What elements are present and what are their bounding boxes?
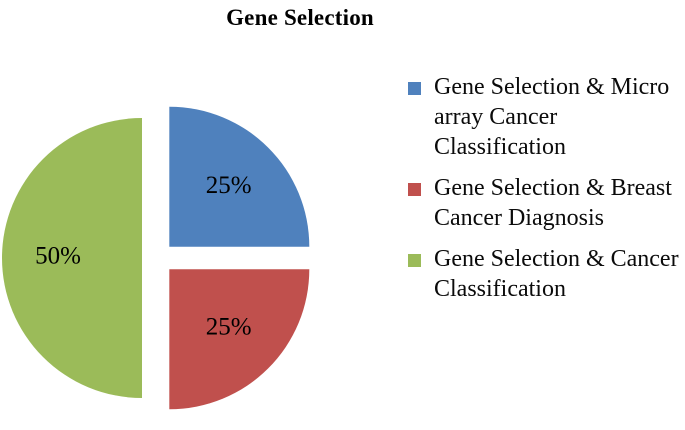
legend-item-label: Gene Selection & Cancer Classification [434,246,679,302]
pie-slice[interactable] [169,269,310,410]
pie-slice[interactable] [2,118,142,398]
pie-slice-data-label: 25% [206,313,252,340]
legend-item[interactable]: Gene Selection & Breast Cancer Diagnosis [406,173,685,233]
legend-item-label: Gene Selection & Breast Cancer Diagnosis [434,175,672,231]
legend-item[interactable]: Gene Selection & Micro array Cancer Clas… [406,72,685,162]
pie-slice[interactable] [169,106,310,247]
pie-svg: 25% 25% 50% [2,106,310,410]
pie-slice-data-label: 25% [206,172,252,199]
legend-swatch-green [408,254,421,267]
legend-item-label: Gene Selection & Micro array Cancer Clas… [434,74,670,160]
legend-item[interactable]: Gene Selection & Cancer Classification [406,244,685,304]
pie-slice-layer [2,106,310,410]
pie-plot-area: 25% 25% 50% [0,40,395,430]
chart-legend: Gene Selection & Micro array Cancer Clas… [406,72,685,315]
legend-swatch-blue [408,82,421,95]
chart-title: Gene Selection [226,5,374,30]
pie-slice-data-label: 50% [35,243,81,270]
pie-data-label-layer: 25% 25% 50% [35,172,252,340]
legend-swatch-red [408,183,421,196]
